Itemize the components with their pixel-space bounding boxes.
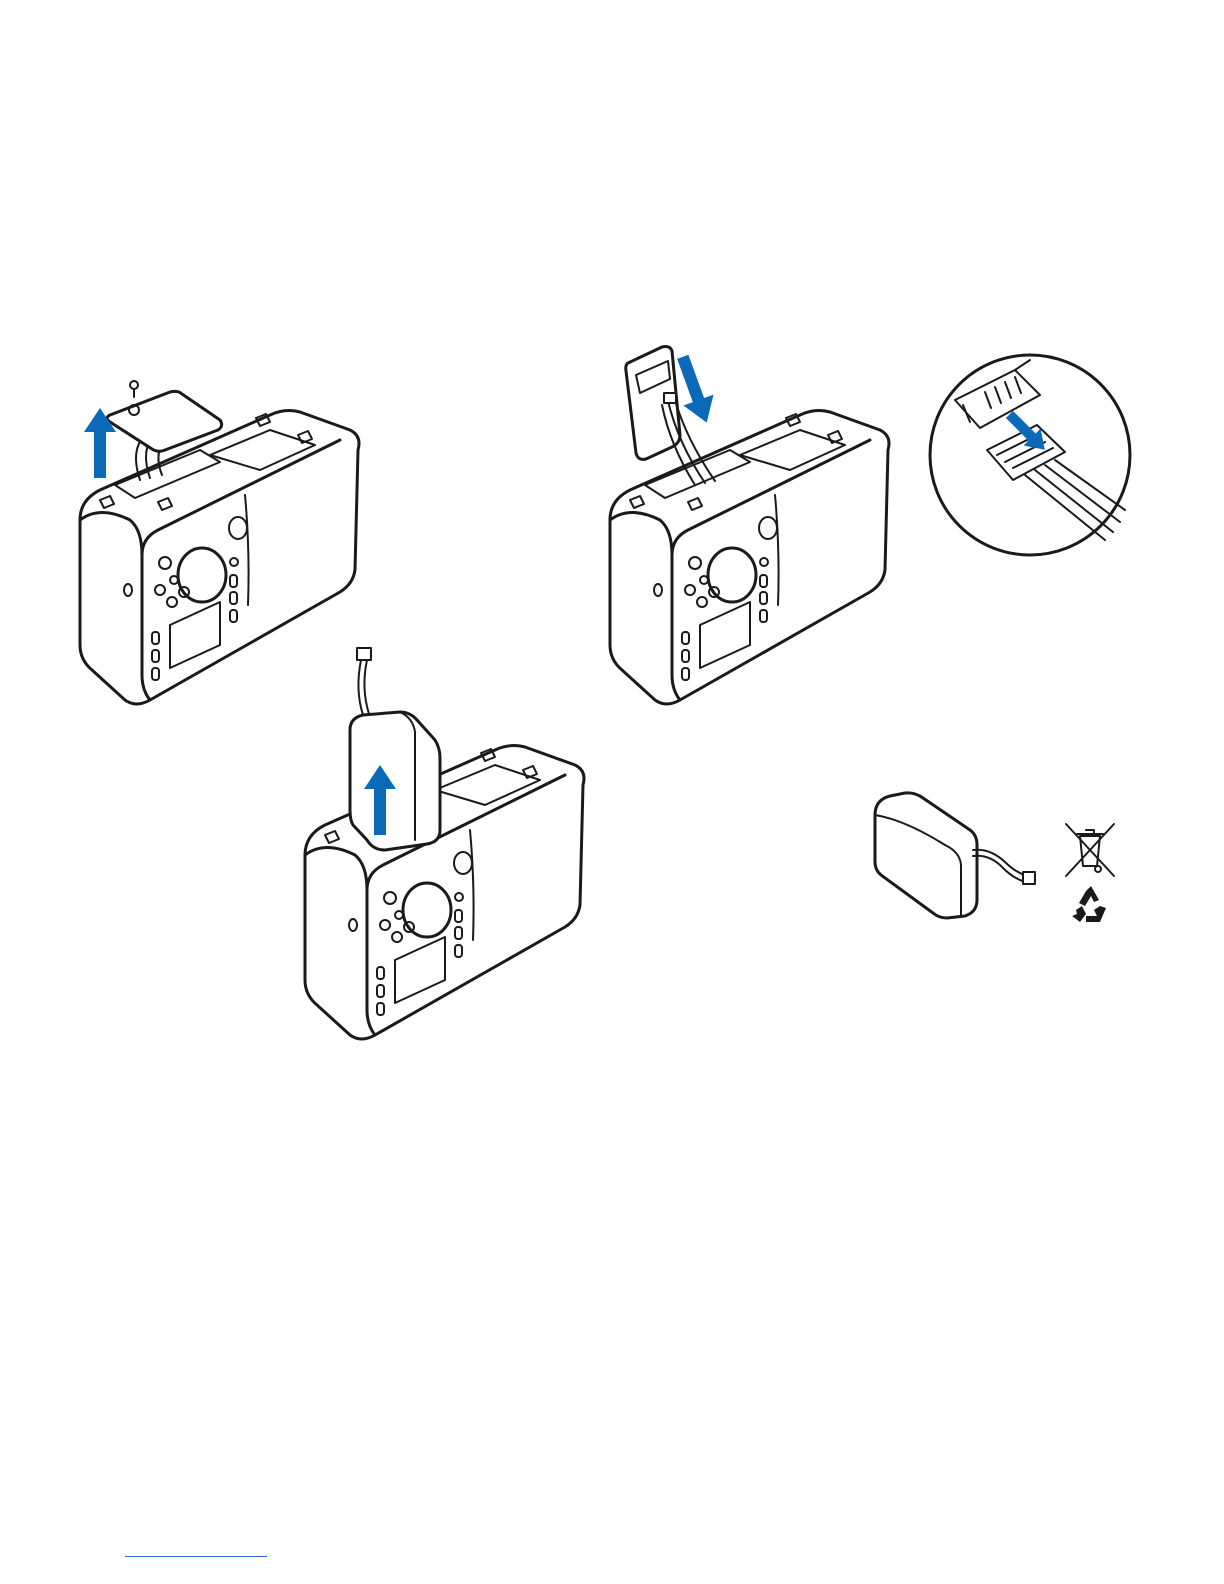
figure-recycle-symbol	[1066, 880, 1116, 930]
radio-disconnect-cable-icon	[600, 335, 900, 705]
figure-step-lift-battery	[295, 640, 595, 1040]
footer-rule	[125, 1556, 267, 1557]
figure-battery-pack	[865, 790, 1045, 920]
connector-detail-icon	[925, 350, 1135, 560]
figure-connector-detail	[925, 350, 1135, 560]
figure-weee-symbol	[1060, 820, 1120, 880]
recycle-icon	[1066, 880, 1116, 930]
crossed-out-bin-icon	[1060, 820, 1120, 880]
figure-step-disconnect-cable	[600, 335, 900, 705]
radio-lift-battery-icon	[295, 640, 595, 1040]
battery-pack-icon	[865, 790, 1045, 920]
